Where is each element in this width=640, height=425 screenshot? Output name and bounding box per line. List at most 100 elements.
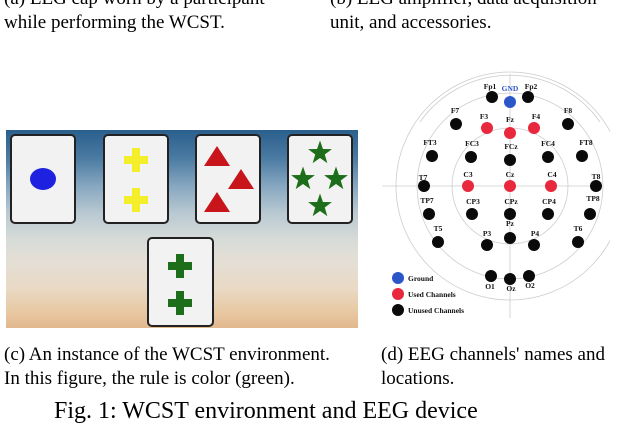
wcst-card-yellow-crosses[interactable] (103, 134, 169, 224)
eeg-channel-oz: Oz (504, 273, 516, 293)
legend-swatch-used (392, 288, 404, 300)
eeg-channel-label: TP7 (420, 196, 434, 205)
electrode-dot-icon (465, 151, 477, 163)
electrode-dot-icon (562, 118, 574, 130)
circle-icon (30, 168, 56, 190)
legend-label-ground: Ground (408, 274, 434, 283)
legend-swatch-ground (392, 272, 404, 284)
eeg-channel-label: T6 (574, 224, 583, 233)
figure-label: Fig. 1: WCST environment and EEG device (54, 398, 478, 424)
eeg-channel-label: CP3 (466, 197, 480, 206)
star-icon (291, 140, 348, 217)
wcst-card-green-stars[interactable] (287, 134, 353, 224)
eeg-channel-ft8: FT8 (576, 138, 593, 162)
eeg-channel-fp1: Fp1 (484, 82, 498, 103)
eeg-channel-label: O1 (485, 282, 495, 291)
eeg-channel-tp7: TP7 (420, 196, 435, 220)
eeg-channel-label: C3 (463, 170, 472, 179)
eeg-channel-tp8: TP8 (584, 194, 600, 220)
electrode-dot-icon (423, 208, 435, 220)
cross-icon (168, 254, 192, 315)
eeg-channel-label: Fp2 (525, 82, 538, 91)
triangle-icon (204, 146, 254, 212)
legend-label-used: Used Channels (408, 290, 456, 299)
caption-c-line2: In this figure, the rule is color (green… (4, 368, 295, 389)
electrode-dot-icon (590, 180, 602, 192)
eeg-channel-cp3: CP3 (466, 197, 480, 220)
electrode-dot-icon (542, 208, 554, 220)
electrode-dot-icon (426, 150, 438, 162)
electrode-dot-icon (481, 122, 493, 134)
wcst-card-green-crosses[interactable] (147, 237, 214, 327)
electrode-dot-icon (450, 118, 462, 130)
legend-label-unused: Unused Channels (408, 306, 464, 315)
eeg-channel-label: F4 (532, 112, 541, 121)
eeg-channel-t6: T6 (572, 224, 584, 248)
caption-b-line2: unit, and accessories. (330, 12, 492, 33)
electrode-dot-icon (485, 270, 497, 282)
eeg-channel-label: Fp1 (484, 82, 497, 91)
eeg-channel-label: FC3 (465, 139, 479, 148)
eeg-channel-label: T8 (592, 172, 601, 181)
eeg-channel-fcz: FCz (504, 142, 518, 166)
eeg-channel-label: Cz (506, 170, 515, 179)
caption-d-line2: locations. (381, 368, 455, 389)
legend-swatch-unused (392, 304, 404, 316)
electrode-dot-icon (481, 239, 493, 251)
eeg-channel-gnd: GND (502, 84, 519, 108)
electrode-dot-icon (486, 91, 498, 103)
cross-icon (124, 148, 148, 212)
wcst-environment-image (6, 130, 358, 328)
eeg-channel-p4: P4 (528, 229, 540, 251)
eeg-channel-label: Pz (506, 219, 515, 228)
eeg-channel-fp2: Fp2 (522, 82, 537, 103)
wcst-card-red-triangles[interactable] (195, 134, 261, 224)
eeg-channel-cp4: CP4 (542, 197, 556, 220)
eeg-channel-f8: F8 (562, 106, 574, 130)
eeg-channel-label: GND (502, 84, 519, 93)
caption-a-line2: while performing the WCST. (4, 12, 225, 33)
eeg-channel-label: TP8 (586, 194, 600, 203)
eeg-channel-p3: P3 (481, 229, 493, 251)
caption-a-line1: (a) EEG cap worn by a participant (4, 0, 265, 10)
electrode-dot-icon (523, 270, 535, 282)
eeg-channel-label: F7 (451, 106, 460, 115)
eeg-channel-t7: T7 (418, 173, 430, 192)
electrode-dot-icon (542, 151, 554, 163)
eeg-channel-label: FCz (504, 142, 518, 151)
electrode-dot-icon (504, 96, 516, 108)
electrode-dot-icon (504, 232, 516, 244)
electrode-dot-icon (576, 150, 588, 162)
eeg-channel-label: FC4 (541, 139, 555, 148)
eeg-channel-cpz: CPz (504, 197, 518, 220)
eeg-channel-label: Fz (506, 115, 515, 124)
eeg-channel-label: F3 (480, 112, 489, 121)
electrode-dot-icon (504, 154, 516, 166)
eeg-channel-label: F8 (564, 106, 573, 115)
electrode-dot-icon (528, 122, 540, 134)
eeg-channel-label: FT8 (579, 138, 593, 147)
electrode-dot-icon (528, 239, 540, 251)
eeg-channel-f4: F4 (528, 112, 540, 134)
electrode-dot-icon (504, 180, 516, 192)
caption-d-line1: (d) EEG channels' names and (381, 344, 605, 365)
electrode-dot-icon (504, 273, 516, 285)
eeg-channel-label: FT3 (423, 138, 437, 147)
eeg-channel-pz: Pz (504, 219, 516, 244)
electrode-dot-icon (504, 208, 516, 220)
electrode-dot-icon (584, 208, 596, 220)
wcst-card-blue-circle[interactable] (10, 134, 76, 224)
eeg-channel-ft3: FT3 (423, 138, 438, 162)
eeg-channel-t8: T8 (590, 172, 602, 192)
eeg-channel-label: P3 (483, 229, 492, 238)
eeg-channel-label: CPz (504, 197, 518, 206)
eeg-channel-label: O2 (525, 281, 535, 290)
eeg-channel-fz: Fz (504, 115, 516, 139)
eeg-channel-f7: F7 (450, 106, 462, 130)
eeg-channel-c4: C4 (545, 170, 557, 192)
electrode-dot-icon (522, 91, 534, 103)
eeg-channel-fc3: FC3 (465, 139, 479, 163)
electrode-dot-icon (466, 208, 478, 220)
eeg-channel-f3: F3 (480, 112, 493, 134)
